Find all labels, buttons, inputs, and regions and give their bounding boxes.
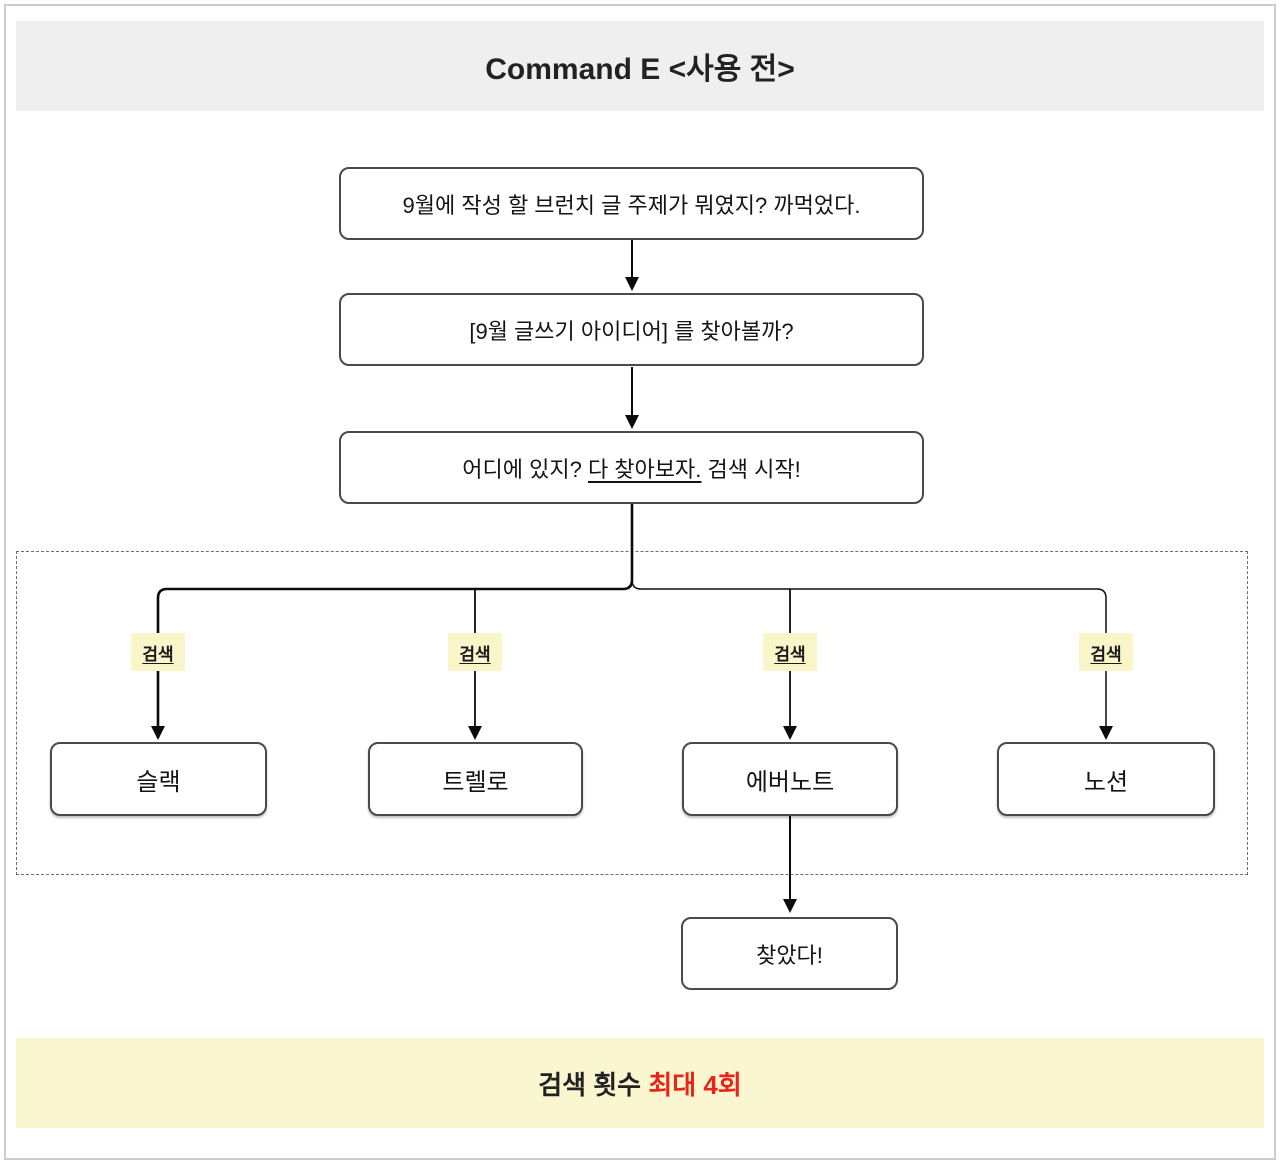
branch-node-notion: 노션	[997, 742, 1215, 816]
search-tag-notion: 검색	[1079, 633, 1133, 671]
title-bar: Command E <사용 전>	[16, 21, 1264, 111]
search-scope-container	[16, 551, 1248, 875]
flow-node-search-start-text: 어디에 있지? 다 찾아보자. 검색 시작!	[462, 452, 800, 484]
branch-label-slack: 슬랙	[136, 768, 181, 796]
branch-label-trello: 트렐로	[442, 768, 509, 796]
footer-text: 검색 횟수 최대 4회	[538, 1065, 742, 1102]
flow-node-idea-text: [9월 글쓰기 아이디어] 를 찾아볼까?	[469, 318, 794, 344]
flow-node-found: 찾았다!	[681, 917, 898, 990]
search-tag-trello: 검색	[448, 633, 502, 671]
branch-node-slack: 슬랙	[50, 742, 267, 816]
search-start-suffix: 검색 시작!	[701, 456, 801, 482]
search-start-prefix: 어디에 있지?	[462, 456, 588, 482]
branch-node-evernote: 에버노트	[682, 742, 898, 816]
search-tag-evernote: 검색	[763, 633, 817, 671]
branch-node-trello: 트렐로	[368, 742, 583, 816]
search-start-underlined: 다 찾아보자.	[587, 456, 702, 482]
flow-node-search-start: 어디에 있지? 다 찾아보자. 검색 시작!	[339, 431, 924, 504]
flow-node-question-text: 9월에 작성 할 브런치 글 주제가 뭐였지? 까먹었다.	[402, 192, 861, 218]
footer-label: 검색 횟수	[538, 1069, 649, 1100]
flow-node-found-text: 찾았다!	[756, 942, 823, 968]
flow-node-question: 9월에 작성 할 브런치 글 주제가 뭐였지? 까먹었다.	[339, 167, 924, 240]
footer-highlight: 최대 4회	[648, 1069, 742, 1100]
branch-label-evernote: 에버노트	[745, 768, 835, 796]
branch-label-notion: 노션	[1083, 768, 1129, 796]
search-tag-slack: 검색	[131, 633, 185, 671]
page-title: Command E <사용 전>	[485, 53, 795, 86]
footer-banner: 검색 횟수 최대 4회	[16, 1038, 1264, 1128]
flow-node-idea: [9월 글쓰기 아이디어] 를 찾아볼까?	[339, 293, 924, 366]
